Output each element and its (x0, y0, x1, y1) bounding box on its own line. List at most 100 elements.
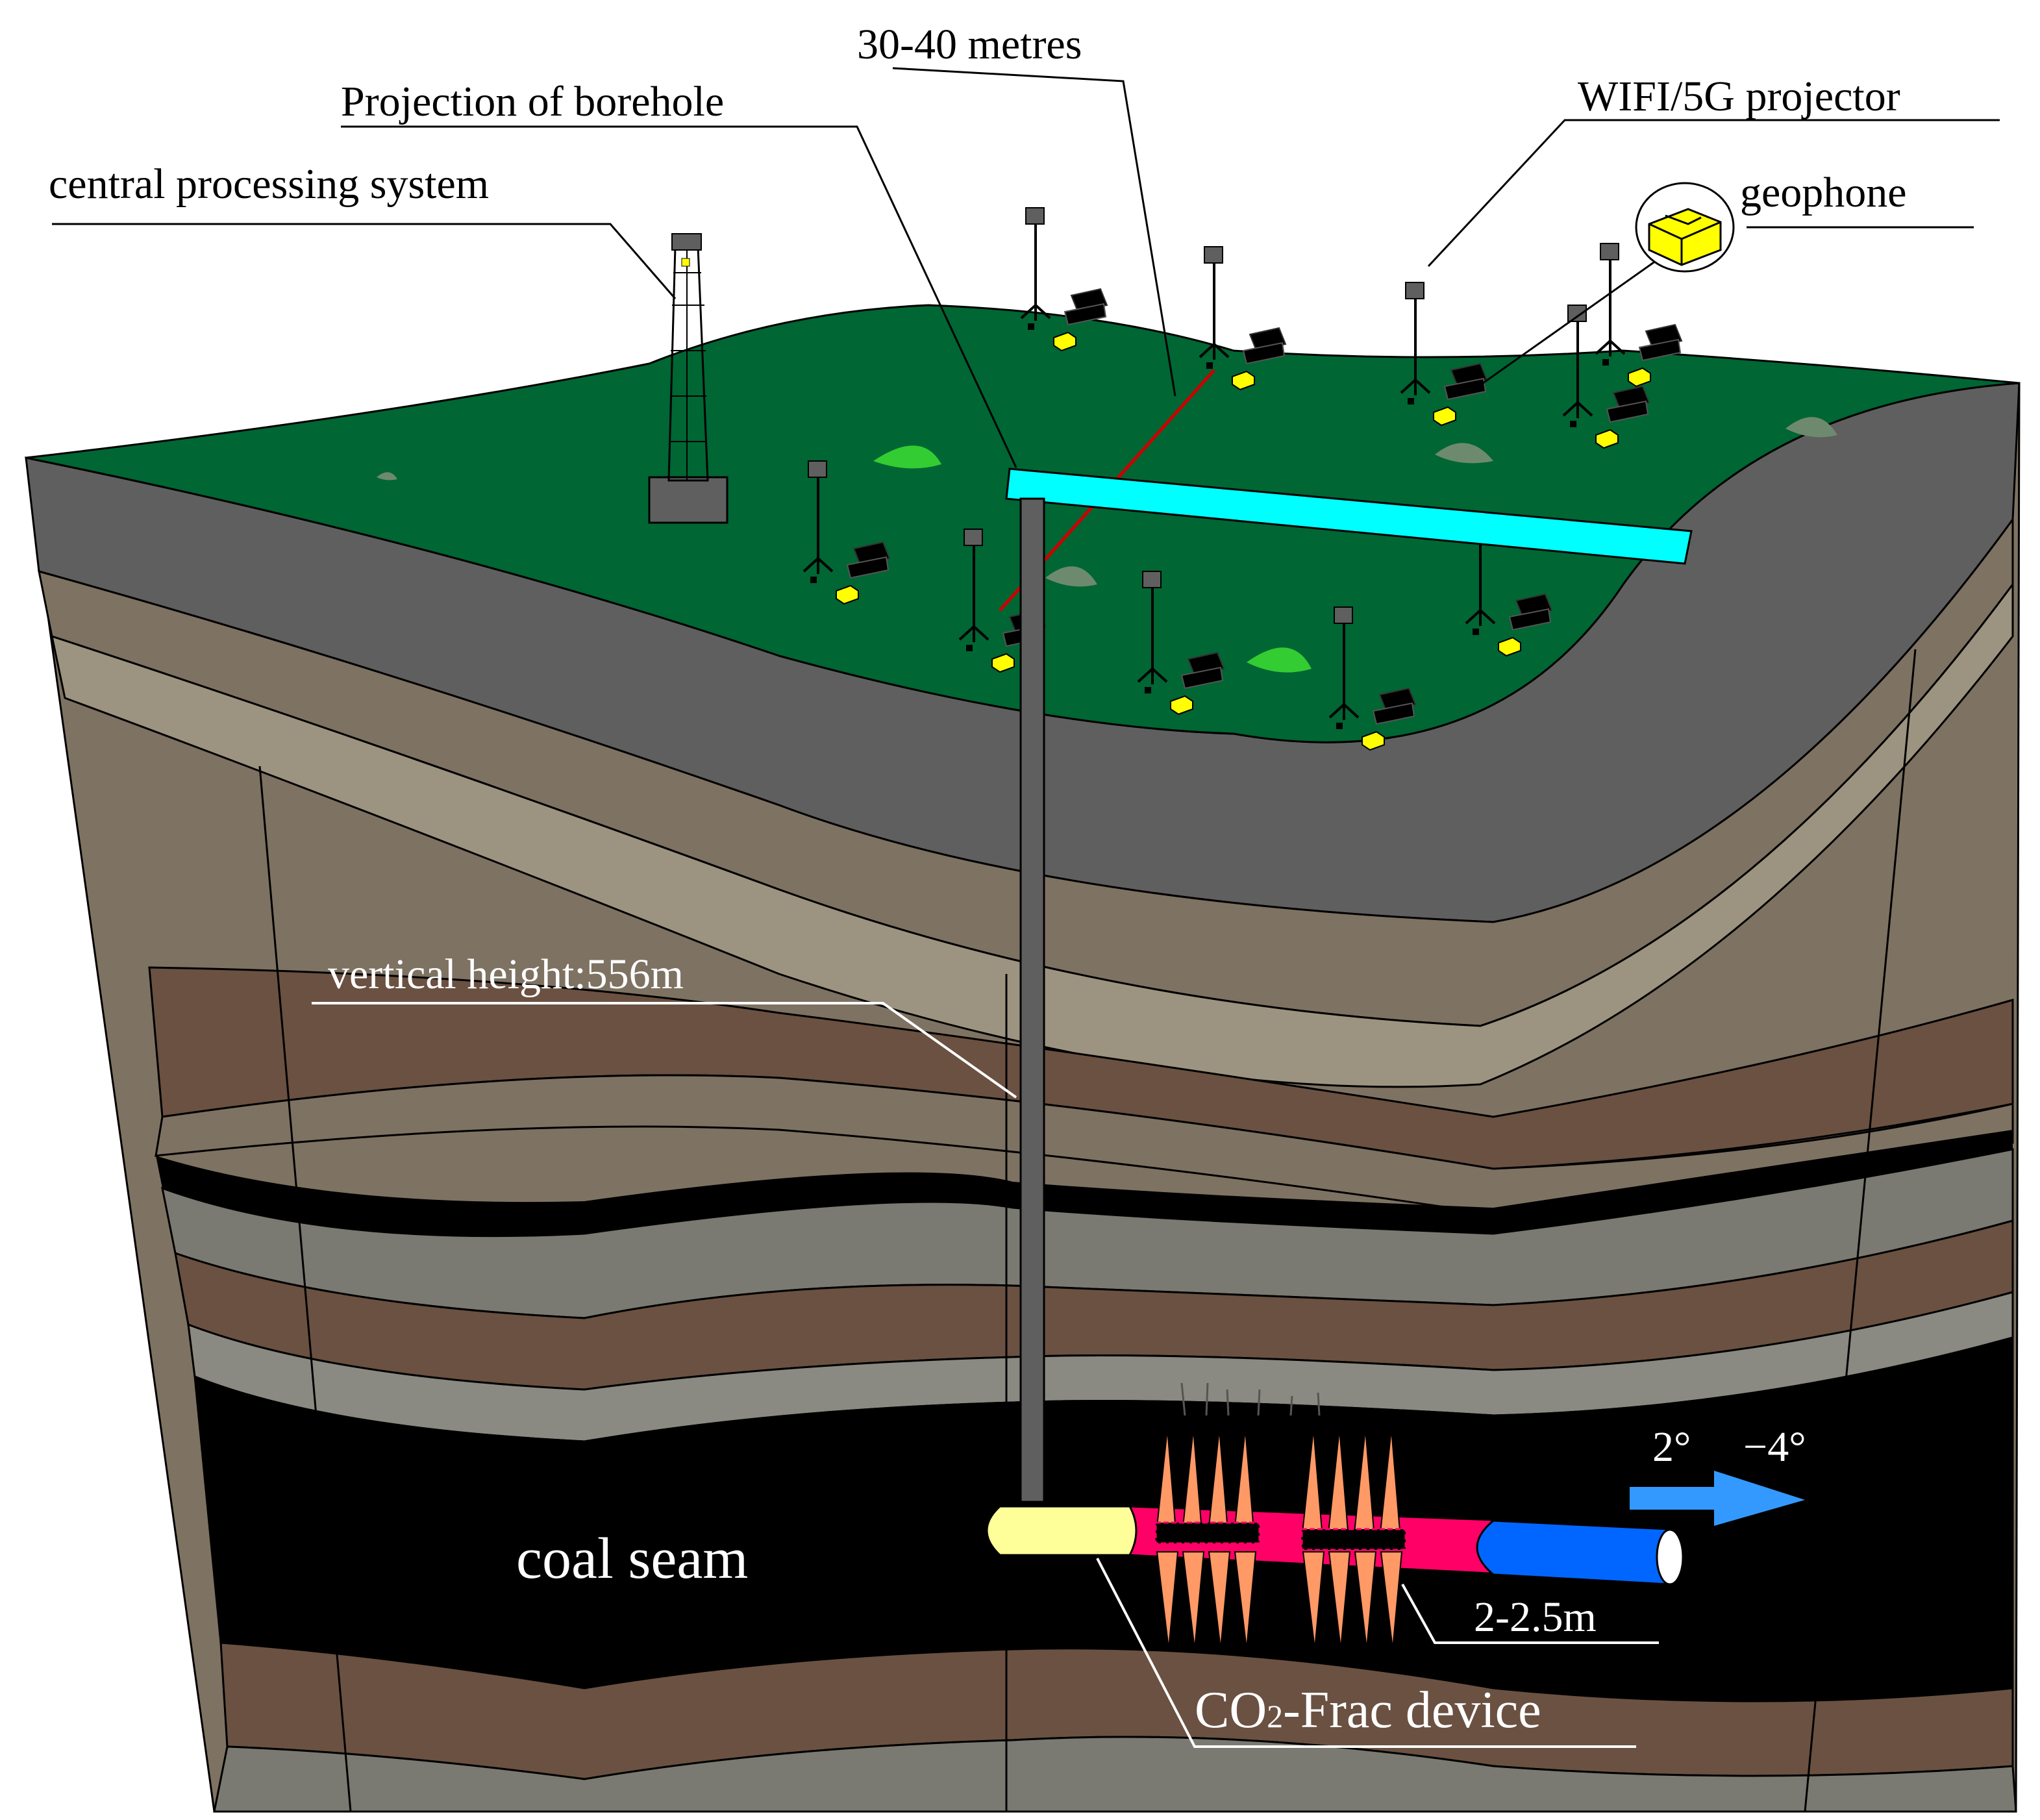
ground-anchor (1473, 629, 1479, 635)
rock-4 (377, 472, 397, 480)
ground-anchor (1408, 398, 1414, 405)
micro-fractures (1180, 1382, 1321, 1416)
bush-1 (873, 445, 941, 469)
geophone-icon (836, 584, 859, 605)
geophone-zoom-top (1648, 214, 1721, 265)
antenna-head (1204, 246, 1223, 264)
antenna-tripod (802, 557, 834, 574)
antenna-tripod (958, 625, 989, 642)
direction-arrow (1630, 1471, 1805, 1526)
leader-section-length (1401, 1584, 1659, 1644)
station-5 (1595, 243, 1683, 388)
tower-top (671, 233, 702, 251)
geophone-icon (1170, 695, 1193, 716)
battery-box-lower (1180, 666, 1224, 690)
label-coal-seam: coal seam (516, 1527, 748, 1591)
label-device-prefix: CO (1195, 1682, 1267, 1739)
ground-anchor (810, 577, 817, 583)
fracture-down-6 (1328, 1551, 1351, 1650)
antenna-tripod (1595, 340, 1626, 356)
leader-distance (892, 67, 1176, 397)
label-device-suffix: -Frac device (1283, 1682, 1541, 1739)
geophone-icon (1232, 370, 1255, 391)
label-cps: central processing system (49, 160, 489, 208)
geophone-icon (1433, 406, 1456, 427)
rock-1 (1435, 443, 1493, 464)
frac-section-1 (1154, 1521, 1261, 1545)
device-tail (1476, 1519, 1670, 1586)
geophone-icon (1595, 429, 1619, 449)
leader-projection (341, 125, 1017, 468)
station-4 (1562, 305, 1650, 449)
device-end-cap (1656, 1528, 1684, 1586)
station-2 (1199, 246, 1287, 391)
antenna-tripod (1400, 379, 1431, 395)
rock-3 (1045, 566, 1097, 587)
leader-lines (52, 67, 2000, 468)
antenna-head (1334, 606, 1353, 624)
ground-anchor (1570, 421, 1576, 427)
battery-box-lower (1064, 303, 1107, 326)
label-angle-a: 2° (1652, 1423, 1691, 1471)
label-projection: Projection of borehole (341, 78, 724, 125)
leader-device (1096, 1558, 1636, 1748)
label-vertical-height: vertical height:556m (328, 951, 684, 998)
tower-lattice (669, 247, 707, 480)
leader-geophone (1473, 226, 1974, 391)
label-angle-b: −4° (1743, 1423, 1806, 1471)
battery-box-lower (1372, 702, 1415, 725)
antenna-tripod (1020, 304, 1051, 321)
central-processing-tower (648, 233, 728, 524)
geophone-icon (1362, 730, 1385, 751)
ground-anchor (1602, 359, 1609, 366)
ground-anchor (1206, 362, 1213, 369)
station-1 (1020, 207, 1108, 352)
antenna-head (1025, 207, 1045, 225)
borehole-projection (1005, 467, 1693, 565)
stratum-coal-stringer (156, 1130, 2013, 1236)
ground-anchor (966, 645, 973, 651)
geophone-icon (991, 653, 1015, 673)
battery-box-lower (846, 556, 889, 579)
fracture-down-1 (1156, 1551, 1179, 1650)
geophone-icon (1498, 636, 1521, 657)
geophone-icon (1053, 331, 1076, 352)
battery-box-lower (1638, 338, 1682, 362)
block-edge-left (258, 766, 352, 1812)
tower-light (681, 258, 690, 267)
antenna-tripod (1199, 343, 1230, 360)
fracture-down-3 (1208, 1551, 1231, 1650)
station-8 (1137, 571, 1225, 716)
frac-section-2 (1300, 1528, 1407, 1551)
label-distance: 30-40 metres (857, 21, 1082, 68)
block-edge-right (1804, 649, 1917, 1812)
label-device-subscript: 2 (1267, 1698, 1283, 1734)
vertical-borehole (1019, 497, 1045, 1503)
battery-box-lower (1508, 608, 1552, 631)
fracture-down-2 (1182, 1551, 1205, 1650)
antenna-head (1142, 571, 1162, 588)
ground-features (377, 417, 1837, 673)
station-6 (802, 460, 891, 605)
leader-vertical-height (312, 1002, 1017, 1099)
antenna-tripod (1137, 667, 1168, 684)
ground-anchor (1336, 723, 1343, 729)
station-3 (1400, 282, 1488, 427)
stations-layer (802, 207, 1683, 751)
leader-cps (52, 223, 677, 299)
fracture-down-5 (1302, 1551, 1325, 1650)
bush-2 (1247, 647, 1312, 673)
leader-lines-white (312, 1002, 1659, 1748)
stratum-gray-bottom (213, 1736, 2017, 1813)
ground-anchor (1028, 323, 1034, 330)
label-wifi: WIFI/5G projector (1578, 73, 1900, 120)
antenna-head (1405, 282, 1424, 299)
antenna-tripod (1465, 609, 1496, 626)
co2-frac-device (986, 1428, 1684, 1650)
antenna-tripod (1328, 703, 1360, 720)
battery-box-lower (1606, 400, 1649, 423)
fracture-down-4 (1234, 1551, 1257, 1650)
geophone-zoom (1635, 182, 1735, 273)
